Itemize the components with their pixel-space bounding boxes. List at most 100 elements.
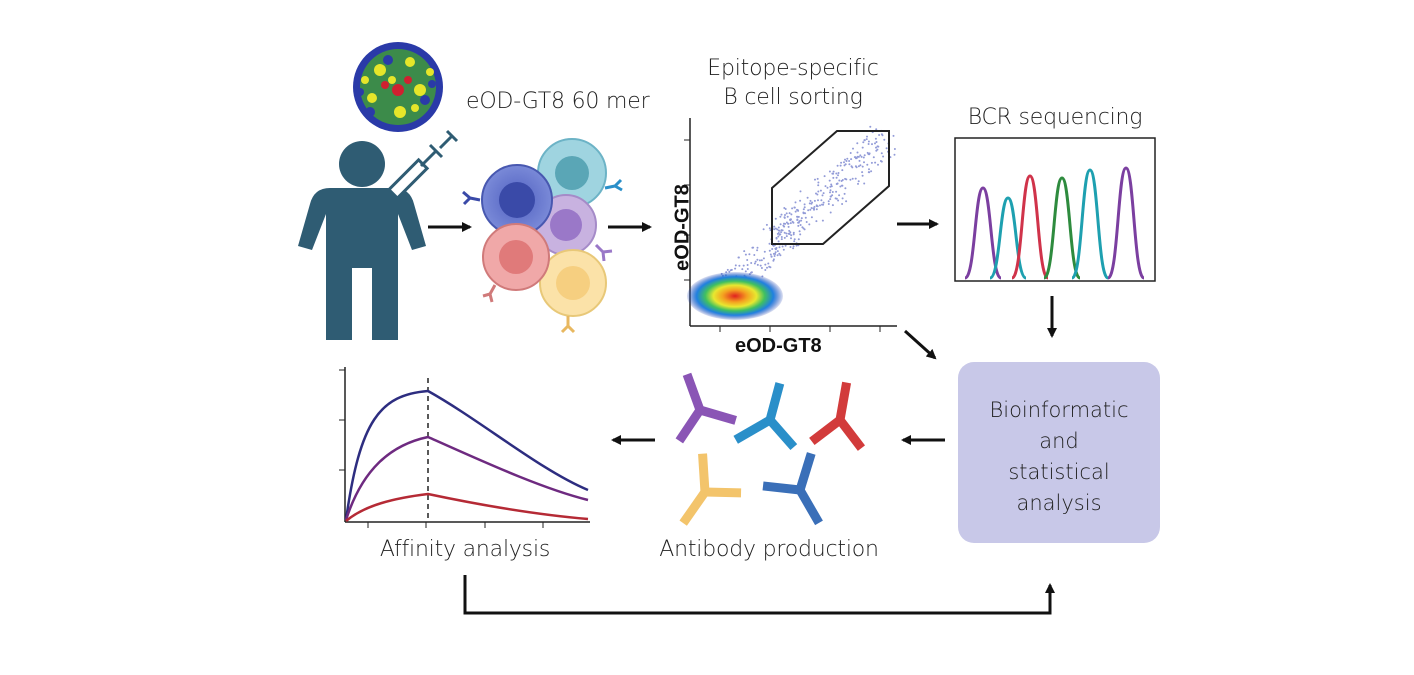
scatter-dot [779, 233, 782, 236]
scatter-dot [875, 149, 878, 152]
scatter-dot [785, 232, 788, 235]
scatter-dot [880, 152, 883, 155]
scatter-dot [773, 255, 776, 257]
scatter-dot [816, 205, 819, 208]
scatter-dot [836, 182, 839, 185]
scatter-dot [802, 208, 805, 211]
scatter-dot [880, 160, 883, 163]
scatter-dot [893, 148, 896, 150]
scatter-dot [815, 192, 817, 195]
scatter-dot [800, 217, 803, 220]
scatter-dot [848, 163, 851, 166]
scatter-dot [790, 234, 793, 237]
scatter-dot [768, 227, 771, 230]
scatter-dot [746, 268, 749, 270]
chromatogram-peak [1070, 168, 1110, 280]
scatter-dot [795, 244, 798, 247]
scatter-dot [857, 165, 860, 168]
scatter-dot [760, 259, 763, 262]
scatter-dot [844, 158, 846, 161]
scatter-dot [839, 185, 842, 188]
scatter-dot [776, 232, 779, 235]
scatter-dot [872, 156, 875, 159]
immunogen-label: eOD-GT8 60 mer [466, 89, 650, 114]
scatter-dot [756, 246, 759, 249]
scatter-dot [841, 169, 844, 172]
chromatogram-peak [963, 186, 1003, 280]
scatter-dot [744, 253, 747, 256]
affinity-label: Affinity analysis [379, 537, 551, 562]
scatter-dot [734, 264, 737, 267]
scatter-dot [844, 187, 847, 190]
scatter-dot [846, 157, 849, 160]
scatter-dot [746, 264, 749, 266]
scatter-dot [785, 221, 788, 224]
sorting-title-line2: B cell sorting [723, 85, 863, 110]
scatter-dot [764, 263, 767, 266]
scatter-dot [785, 212, 788, 215]
scatter-dot [815, 220, 818, 223]
arrow-feedback-loop [463, 575, 1055, 615]
bioinfo-label: Bioinformatic and statistical analysis [958, 395, 1160, 519]
scatter-dot [857, 182, 859, 185]
scatter-dot [773, 228, 776, 231]
scatter-dot [729, 269, 732, 272]
scatter-dot [822, 201, 825, 204]
scatter-dot [870, 161, 873, 164]
scatter-dot [829, 211, 832, 214]
scatter-dot [786, 215, 789, 218]
scatter-dot [791, 207, 794, 210]
scatter-dot [819, 204, 821, 207]
scatter-dot [861, 171, 864, 174]
scatter-dot [783, 231, 786, 234]
scatter-dot [765, 223, 768, 226]
bioinfo-line-2: and [1039, 429, 1079, 453]
scatter-dot [850, 165, 853, 168]
scatter-dot [869, 125, 872, 128]
scatter-dot [868, 171, 871, 174]
scatter-dot [756, 263, 759, 266]
scatter-dot [863, 161, 865, 164]
sorting-title-line1: Epitope-specific [707, 56, 879, 81]
bioinfo-box: Bioinformatic and statistical analysis [958, 362, 1160, 543]
scatter-dot [783, 216, 786, 219]
scatter-dot [809, 208, 812, 211]
scatter-dot [849, 178, 852, 181]
scatter-dot [804, 216, 807, 219]
scatter-dot [774, 251, 777, 254]
scatter-dot [829, 189, 832, 192]
scatter-dot [772, 244, 775, 247]
scatter-dot [759, 264, 762, 267]
scatter-dot [792, 221, 795, 224]
b-cells-icon [462, 138, 623, 334]
scatter-dot [762, 257, 765, 260]
scatter-dot [778, 246, 781, 249]
scatter-dot [788, 233, 791, 235]
scatter-dot [805, 221, 808, 223]
scatter-dot [838, 179, 841, 182]
scatter-dot [798, 230, 801, 233]
sorting-plot [684, 118, 897, 332]
scatter-dot [790, 213, 793, 216]
scatter-dot [857, 180, 860, 183]
scatter-dot [804, 212, 807, 215]
scatter-dot [839, 164, 842, 167]
bcr-label: BCR sequencing [967, 105, 1143, 130]
scatter-dot [753, 254, 756, 256]
scatter-dot [829, 191, 831, 194]
scatter-dot [828, 179, 831, 182]
scatter-dot [793, 238, 796, 241]
scatter-dot [779, 254, 782, 257]
scatter-dot [746, 259, 749, 261]
scatter-dot [799, 199, 802, 202]
scatter-dot [756, 258, 759, 261]
scatter-dot [821, 219, 824, 222]
scatter-dot [741, 268, 744, 271]
scatter-dot [843, 161, 845, 164]
scatter-dot [866, 135, 868, 138]
scatter-dot [744, 270, 747, 273]
scatter-dot [748, 253, 751, 256]
scatter-dot [875, 146, 877, 149]
scatter-dot [829, 198, 832, 201]
scatter-dot [831, 191, 834, 193]
